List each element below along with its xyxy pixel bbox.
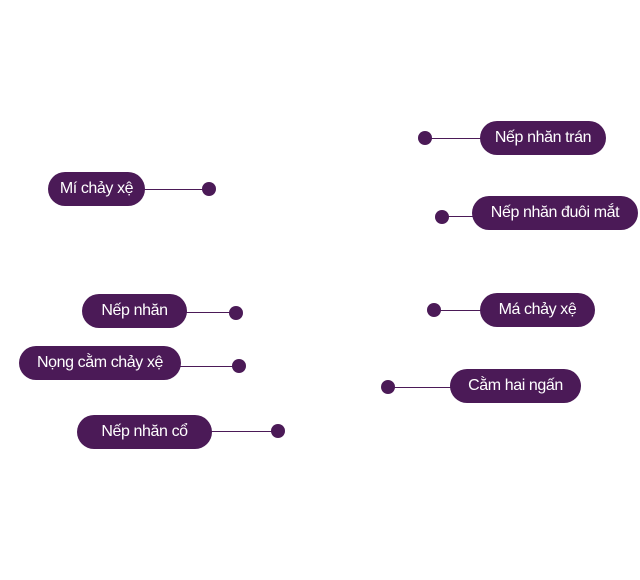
- label-wrinkles: Nếp nhăn: [82, 294, 187, 328]
- label-crows-feet: Nếp nhăn đuôi mắt: [472, 196, 638, 230]
- connector-line: [434, 310, 484, 311]
- connector-line: [388, 387, 458, 388]
- connector-line: [140, 189, 209, 190]
- marker-dot: [418, 131, 432, 145]
- marker-dot: [232, 359, 246, 373]
- connector-line: [176, 366, 239, 367]
- marker-dot: [202, 182, 216, 196]
- label-neck-wrinkles: Nếp nhăn cổ: [77, 415, 212, 449]
- marker-dot: [271, 424, 285, 438]
- marker-dot: [435, 210, 449, 224]
- marker-dot: [427, 303, 441, 317]
- connector-line: [207, 431, 278, 432]
- marker-dot: [381, 380, 395, 394]
- connector-line: [425, 138, 485, 139]
- label-sagging-eyelids: Mí chảy xệ: [48, 172, 145, 206]
- label-forehead-wrinkles: Nếp nhăn trán: [480, 121, 606, 155]
- label-double-chin: Cằm hai ngấn: [450, 369, 581, 403]
- marker-dot: [229, 306, 243, 320]
- label-sagging-double-chin: Nọng cằm chảy xệ: [19, 346, 181, 380]
- connector-line: [182, 312, 236, 313]
- label-sagging-cheeks: Má chảy xệ: [480, 293, 595, 327]
